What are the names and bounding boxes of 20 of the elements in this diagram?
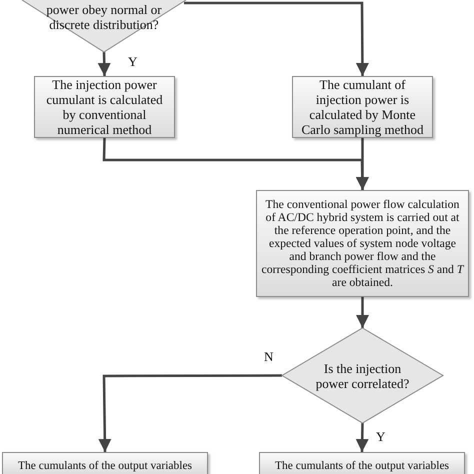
node-text: The conventional power flow calculation of AC/DC hybrid system is carried out at the reference operation point, and the expected values of system node voltage and branch power flow and the corresponding coefficient matrices S and T are obtained. [260, 198, 465, 289]
arrow [184, 2, 369, 76]
edge-label: N [263, 350, 274, 364]
edge-label: Y [375, 430, 386, 444]
process-box [34, 76, 175, 138]
arrow [356, 297, 369, 328]
process-box [256, 190, 469, 297]
arrow [356, 422, 369, 452]
node-text: Is the injection power correlated? [314, 360, 410, 390]
arrow [98, 374, 282, 452]
node-text: The cumulants of the output variables [18, 459, 192, 473]
process-box [259, 452, 465, 474]
arrow [98, 52, 111, 76]
node-text: The cumulants of the output variables [274, 459, 450, 473]
node-text: The injection power cumulant is calculated by conventional numerical method [45, 77, 164, 137]
arrow [356, 138, 369, 190]
edge-label: Y [127, 55, 138, 69]
node-text: The cumulant of injection power is calculated by Monte Carlo sampling method [300, 77, 425, 137]
node-text: power obey normal or discrete distribution? [45, 2, 163, 32]
process-box [2, 452, 208, 474]
